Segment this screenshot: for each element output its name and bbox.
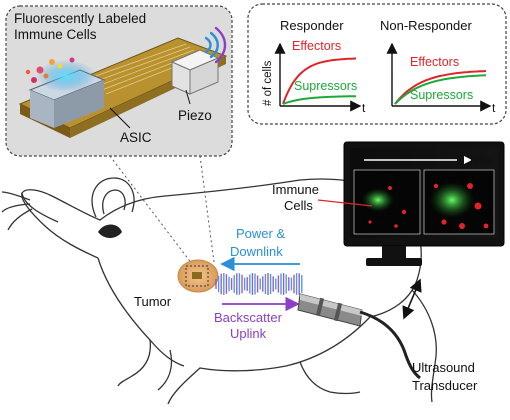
plots-inset: Responder Effectors Supressors # of cell… <box>248 4 506 124</box>
chip-inset: Fluorescently Labeled Immune Cells ASIC … <box>6 6 232 156</box>
y-axis-label: # of cells <box>262 60 274 106</box>
responder-suppressors-label: Supressors <box>294 79 357 93</box>
asic-label: ASIC <box>120 130 152 145</box>
power-label-line2: Downlink <box>230 244 283 259</box>
non-responder-title: Non-Responder <box>380 18 472 33</box>
chip-label-line2: Immune Cells <box>14 27 97 42</box>
transducer-label-line1: Ultrasound <box>412 360 475 375</box>
mouse-eye <box>98 225 122 239</box>
backscatter-label-line2: Uplink <box>230 326 267 341</box>
tumor: Tumor <box>134 260 218 309</box>
backscatter-label-line1: Backscatter <box>214 310 283 325</box>
transducer-label-line2: Transducer <box>412 378 478 393</box>
responder-effectors-label: Effectors <box>292 39 341 53</box>
chip-label-line1: Fluorescently Labeled <box>14 11 146 26</box>
non-responder-effectors-label: Effectors <box>410 55 459 69</box>
time-label: time <box>470 153 493 167</box>
power-label-line1: Power & <box>236 226 285 241</box>
ultrasound-transducer <box>298 294 420 378</box>
ultrasound-waves <box>216 273 302 295</box>
tumor-label: Tumor <box>134 294 172 309</box>
piezo-label: Piezo <box>178 108 212 123</box>
responder-title: Responder <box>280 18 344 33</box>
non-responder-suppressors-label: Supressors <box>410 88 473 102</box>
immune-cells-label-line1: Immune <box>272 182 319 197</box>
immune-cells-label-line2: Cells <box>284 198 313 213</box>
monitor: time Immune Cells <box>272 142 504 266</box>
inset-callout-lines <box>110 156 214 264</box>
transducer-link-arrow <box>404 280 420 318</box>
